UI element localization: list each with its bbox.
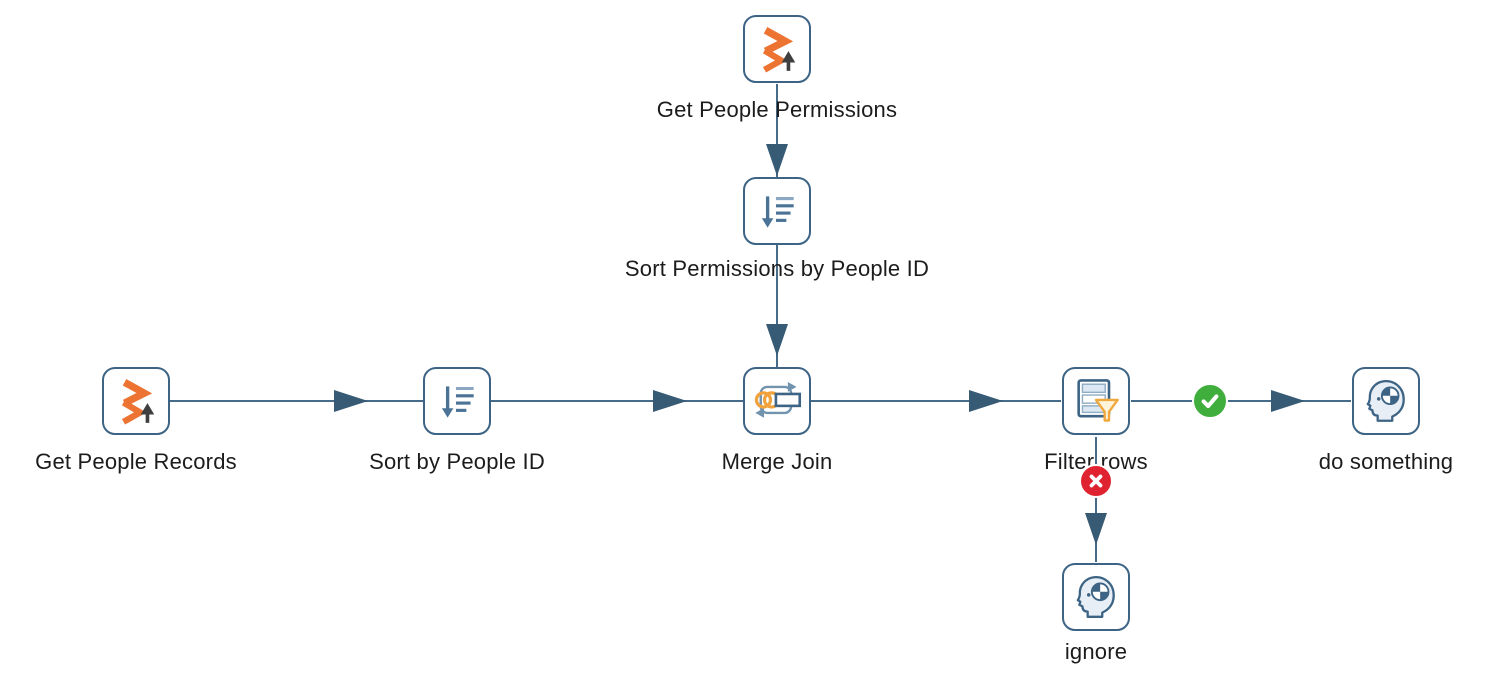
hop-mergejoin-to-filter[interactable]	[811, 390, 1061, 412]
node-label: ignore	[1064, 639, 1128, 664]
node-label: do something	[1318, 449, 1454, 474]
merge-join-icon	[754, 382, 802, 418]
sort-rows-icon	[441, 386, 474, 418]
dummy-step-icon	[1366, 380, 1405, 422]
node-filter-rows[interactable]	[1062, 367, 1130, 435]
node-get-people-permissions[interactable]	[743, 15, 811, 83]
table-input-icon	[121, 379, 155, 425]
hop-filter-to-dosomething[interactable]	[1131, 390, 1351, 412]
hop-sort-to-mergejoin[interactable]	[491, 390, 743, 412]
filter-false-indicator[interactable]	[1079, 464, 1113, 498]
node-label: Sort by People ID	[369, 449, 545, 474]
check-icon	[1201, 394, 1219, 409]
node-label: Get People Permissions	[656, 97, 898, 122]
node-get-people-records[interactable]	[102, 367, 170, 435]
node-merge-join[interactable]	[743, 367, 811, 435]
hop-permissions-to-sortpermissions[interactable]	[766, 84, 788, 177]
filter-rows-icon	[1077, 379, 1119, 422]
node-label: Get People Records	[35, 449, 237, 474]
x-icon	[1089, 474, 1103, 488]
hop-filter-to-ignore[interactable]	[1085, 437, 1107, 562]
table-input-icon	[762, 27, 796, 73]
filter-true-indicator[interactable]	[1192, 383, 1228, 419]
hop-records-to-sort[interactable]	[170, 390, 423, 412]
node-label: Merge Join	[721, 449, 833, 474]
node-do-something[interactable]	[1352, 367, 1420, 435]
dummy-step-icon	[1076, 576, 1115, 618]
node-sort-permissions[interactable]	[743, 177, 811, 245]
node-sort-by-people-id[interactable]	[423, 367, 491, 435]
sort-rows-icon	[761, 196, 794, 228]
node-ignore[interactable]	[1062, 563, 1130, 631]
hop-sortpermissions-to-mergejoin[interactable]	[766, 245, 788, 367]
node-label: Sort Permissions by People ID	[624, 256, 930, 281]
